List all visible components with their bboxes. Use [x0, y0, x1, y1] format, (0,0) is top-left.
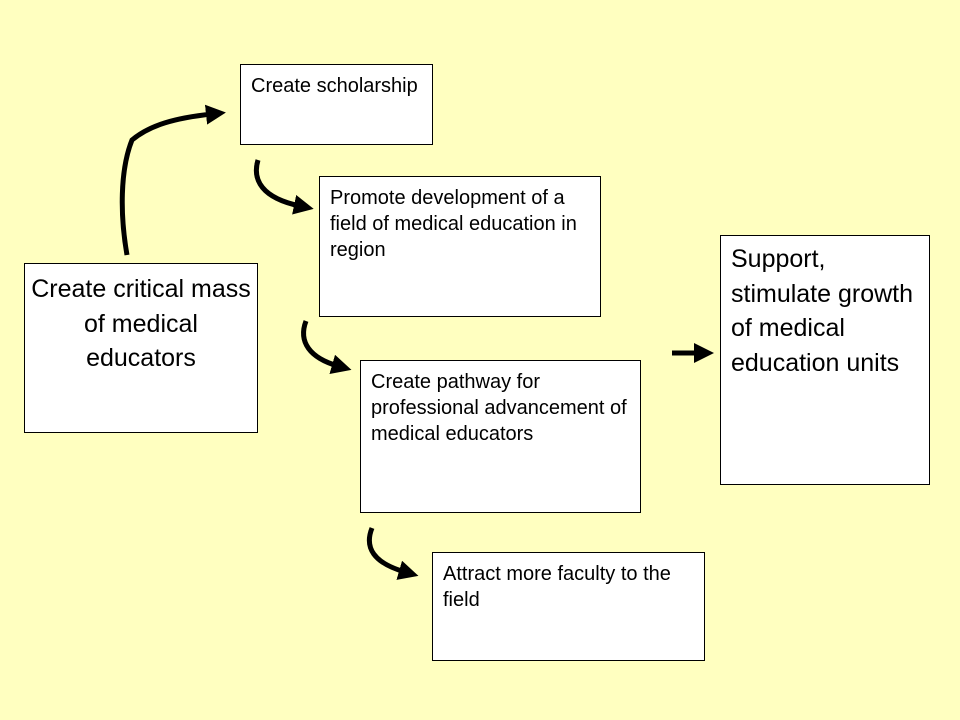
node-support-growth: Support, stimulate growth of medical edu…	[720, 235, 930, 485]
node-create-scholarship: Create scholarship	[240, 64, 433, 145]
node-promote-development: Promote development of a field of medica…	[319, 176, 601, 317]
node-attract-faculty: Attract more faculty to the field	[432, 552, 705, 661]
arrow-scholarship-to-promote	[254, 159, 314, 215]
arrow-pathway-to-attract	[366, 527, 419, 580]
node-create-critical-mass: Create critical mass of medical educator…	[24, 263, 258, 433]
arrow-critical-mass-to-scholarship	[119, 104, 226, 256]
node-create-pathway: Create pathway for professional advancem…	[360, 360, 641, 513]
arrow-promote-to-pathway	[301, 320, 352, 374]
